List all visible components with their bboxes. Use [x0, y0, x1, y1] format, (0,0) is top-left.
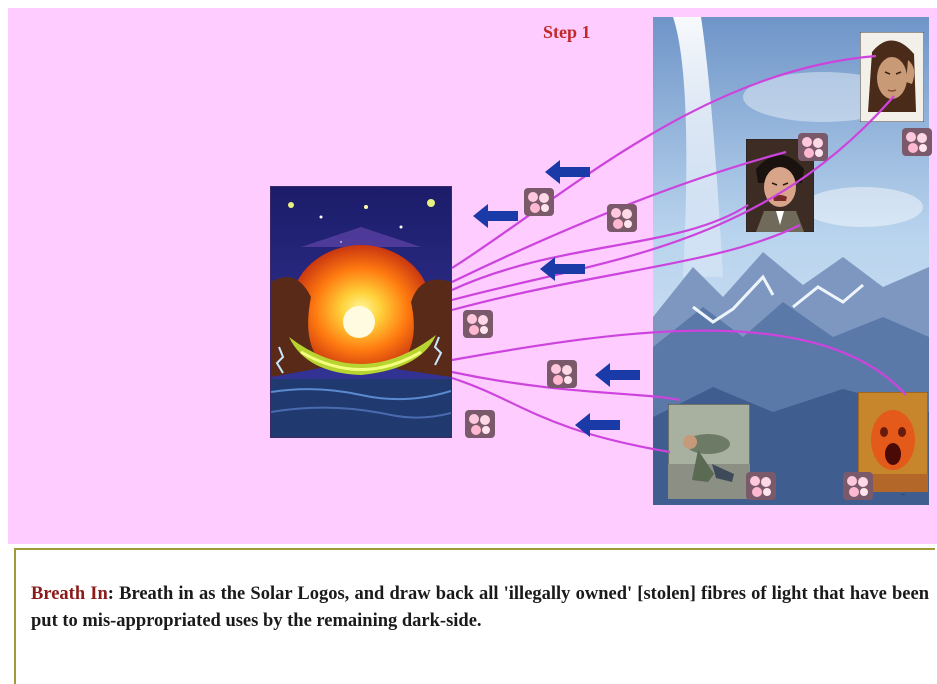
light-bundle-icon: [463, 310, 493, 338]
svg-text:~: ~: [901, 492, 905, 499]
caption-body: Breath in as the Solar Logos, and draw b…: [31, 584, 929, 631]
fibre-to-man: [451, 204, 749, 291]
fibre-to-kneeling: [451, 376, 671, 454]
light-bundle-icon: [843, 472, 873, 500]
fibre-to-kneeling-upper: [451, 370, 681, 402]
light-bundle-icon: [902, 128, 932, 156]
arrows: [473, 160, 640, 437]
left-arrow-icon: [575, 413, 620, 437]
light-bundles: [463, 128, 932, 500]
light-bundle-icon: [524, 188, 554, 216]
fibre-to-woman-lower: [451, 95, 895, 302]
crying-man-photo: [746, 139, 814, 232]
caption-box: Breath In: Breath in as the Solar Logos,…: [14, 548, 935, 684]
left-arrow-icon: [595, 363, 640, 387]
solar-logos-image: [270, 186, 452, 438]
caption-label: Breath In: [31, 584, 108, 604]
light-bundle-icon: [465, 410, 495, 438]
left-arrow-icon: [473, 204, 518, 228]
light-bundle-icon: [547, 360, 577, 388]
left-arrow-icon: [545, 160, 590, 184]
fibre-to-woman: [451, 54, 877, 269]
fibre-to-figure: [451, 329, 907, 396]
light-bundle-icon: [798, 133, 828, 161]
step-title: Step 1: [543, 22, 591, 42]
caption-separator: :: [107, 584, 120, 604]
light-fibres: [451, 54, 907, 454]
woman-headache-photo: [860, 32, 924, 122]
caption-text: Breath In: Breath in as the Solar Logos,…: [31, 581, 929, 635]
light-bundle-icon: [746, 472, 776, 500]
light-bundle-icon: [607, 204, 637, 232]
left-arrow-icon: [540, 257, 585, 281]
fibre-to-man-lower: [451, 224, 801, 312]
kneeling-man-photo: [668, 404, 750, 499]
